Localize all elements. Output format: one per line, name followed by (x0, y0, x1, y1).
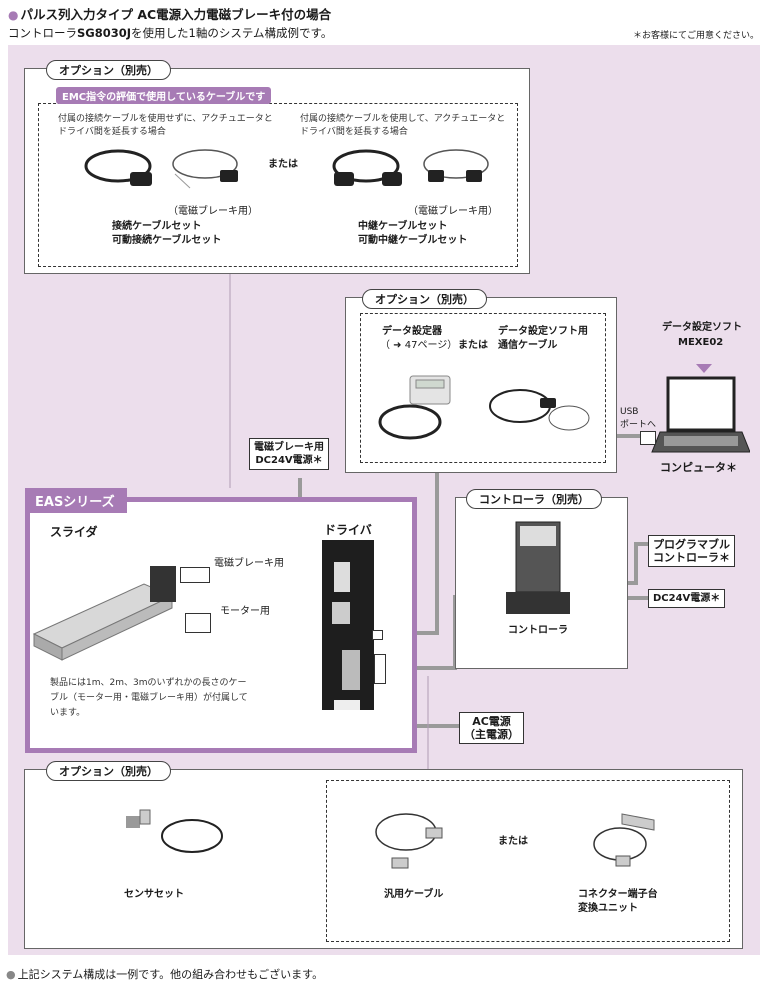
controller-tab: コントローラ（別売） (466, 489, 602, 509)
top-left-brake: （電磁ブレーキ用） (168, 206, 258, 217)
title-text: パルス列入力タイプ AC電源入力電磁ブレーキ付の場合 (20, 7, 332, 22)
relay-cable-set: 中継ケーブルセット (358, 221, 448, 232)
usb-label: USB (620, 407, 639, 417)
footer-note: ●上記システム構成は一例です。他の組み合わせもございます。 (6, 966, 323, 982)
mid-or: または (458, 340, 488, 351)
general-cable-label: 汎用ケーブル (384, 889, 444, 900)
relay-cable-image (332, 149, 489, 186)
io-plug-icon (374, 654, 386, 684)
driver-io-connector (342, 650, 360, 690)
top-or: または (268, 159, 298, 170)
plc-line1: プログラマブル (653, 538, 730, 551)
bottom-or: または (498, 836, 528, 847)
comm-cable-name2: 通信ケーブル (498, 340, 558, 351)
bullet-icon: ● (8, 8, 19, 22)
sensor-set-image (126, 809, 223, 853)
mid-option-tab: オプション（別売） (362, 289, 487, 309)
data-port-icon (372, 630, 383, 640)
flexible-relay-cable-set: 可動中継ケーブルセット (358, 235, 468, 246)
connection-cable-image (84, 149, 238, 189)
mid-option-dashed (360, 313, 606, 463)
motor-cable-label: モーター用 (220, 606, 270, 617)
ac-power-box: AC電源 （主電源） (459, 712, 524, 744)
brake-connector-icon (180, 567, 210, 583)
comm-cable-image (489, 389, 590, 431)
computer-label: コンピュータ＊ (660, 461, 737, 474)
customer-note: ＊お客様にてご用意ください。 (632, 31, 759, 41)
software-name: MEXE02 (678, 337, 724, 348)
slider-label: スライダ (50, 525, 98, 539)
terminal-unit-label2: 変換ユニット (578, 903, 638, 914)
driver-image (322, 540, 374, 710)
plc-line2: コントローラ＊ (653, 551, 730, 564)
connection-cable-set: 接続ケーブルセット (112, 221, 202, 232)
general-cable-image (375, 813, 443, 869)
top-right-desc: 付属の接続ケーブルを使用して、アクチュエータとドライバ間を延長する場合 (300, 114, 506, 137)
controller-image (506, 521, 570, 614)
dc-power-box: DC24V電源＊ (648, 589, 726, 608)
footer-text: 上記システム構成は一例です。他の組み合わせもございます。 (17, 968, 324, 981)
subtitle-pre: コントローラ (8, 26, 77, 40)
software-label: データ設定ソフト (662, 322, 742, 333)
arrow-down-icon (696, 364, 712, 373)
top-option-tab: オプション（別売） (46, 60, 171, 80)
subtitle-post: を使用した1軸のシステム構成例です。 (131, 26, 333, 40)
terminal-unit-image (593, 813, 655, 867)
brake-cable-label: 電磁ブレーキ用 (214, 558, 284, 569)
ac-power-line1: AC電源 (472, 715, 511, 728)
subtitle-model: SG8030J (77, 26, 132, 40)
bullet-icon: ● (6, 968, 16, 981)
data-setter-name: データ設定器 (382, 326, 442, 337)
laptop-icon (651, 376, 750, 453)
data-setter-image (378, 375, 451, 440)
driver-brake-terminal (334, 562, 350, 592)
driver-label: ドライバ (324, 523, 372, 537)
driver-motor-terminal (332, 602, 350, 624)
ac-power-line2: （主電源） (464, 728, 519, 741)
driver-power-connector (334, 700, 360, 710)
top-left-desc: 付属の接続ケーブルを使用せずに、アクチュエータとドライバ間を延長する場合 (58, 114, 273, 137)
usb-port-label: ポートへ (620, 420, 657, 430)
bottom-option-dashed (326, 780, 730, 942)
top-right-brake: （電磁ブレーキ用） (408, 206, 498, 217)
cable-note: 製品には1m、2m、3mのいずれかの長さのケーブル（モーター用・電磁ブレーキ用）… (50, 678, 248, 718)
sensor-set-label: センサセット (124, 889, 184, 900)
controller-label: コントローラ (508, 625, 568, 636)
motor-connector-icon (185, 613, 211, 633)
data-setter-ref: （ ➜ 47ページ） (380, 340, 458, 351)
terminal-unit-label1: コネクター端子台 (578, 889, 658, 900)
comm-cable-name1: データ設定ソフト用 (498, 326, 588, 337)
top-option-dashed (38, 103, 518, 267)
bottom-option-tab: オプション（別売） (46, 761, 171, 781)
brake-power-line2: DC24V電源＊ (255, 455, 323, 466)
flexible-connection-cable-set: 可動接続ケーブルセット (112, 235, 222, 246)
plc-box: プログラマブル コントローラ＊ (648, 535, 735, 567)
emc-badge: EMC指令の評価で使用しているケーブルです (56, 87, 272, 104)
slider-image (32, 566, 176, 661)
brake-power-box: 電磁ブレーキ用 DC24V電源＊ (249, 438, 329, 470)
brake-power-line1: 電磁ブレーキ用 (254, 442, 324, 453)
page-title: ●パルス列入力タイプ AC電源入力電磁ブレーキ付の場合 (8, 4, 331, 23)
usb-plug-icon (640, 431, 656, 445)
eas-series-tab: EASシリーズ (25, 488, 127, 513)
mid-option-panel (345, 297, 617, 473)
page-subtitle: コントローラSG8030Jを使用した1軸のシステム構成例です。 (8, 25, 332, 41)
